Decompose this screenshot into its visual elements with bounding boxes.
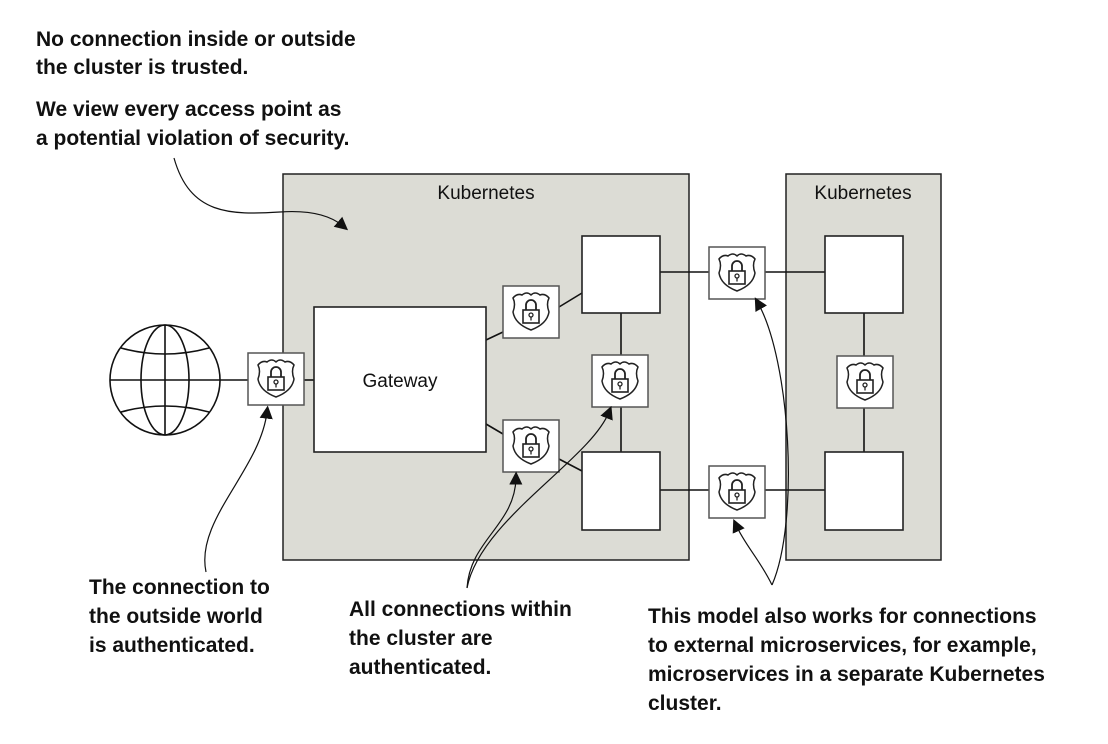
microservice-box [824, 451, 904, 531]
shield-lock-icon [502, 419, 560, 473]
note-within-line1: All connections within [349, 598, 572, 621]
shield-lock-icon [502, 285, 560, 339]
note-view-line2: a potential violation of security. [36, 127, 350, 150]
note-external-line3: microservices in a separate Kubernetes [648, 663, 1045, 686]
shield-lock-icon [708, 246, 766, 300]
shield-lock-icon [836, 355, 894, 409]
shield-lock-icon [247, 352, 305, 406]
gateway-label: Gateway [363, 371, 438, 392]
shield-lock-icon [708, 465, 766, 519]
cluster-external-label: Kubernetes [814, 183, 911, 204]
note-within-line2: the cluster are [349, 627, 493, 650]
callout-arrows [173, 157, 789, 589]
note-outside-line2: the outside world [89, 605, 263, 628]
note-within-line3: authenticated. [349, 656, 491, 679]
cluster-main-label: Kubernetes [437, 183, 534, 204]
note-external-line4: cluster. [648, 692, 722, 715]
note-outside-line3: is authenticated. [89, 634, 255, 657]
microservice-box [824, 235, 904, 314]
microservice-box [581, 235, 661, 314]
microservice-box [581, 451, 661, 531]
note-trust-line2: the cluster is trusted. [36, 56, 248, 79]
globe-icon [109, 324, 221, 436]
note-outside-line1: The connection to [89, 576, 270, 599]
note-external-line2: to external microservices, for example, [648, 634, 1037, 657]
note-view-line1: We view every access point as [36, 98, 341, 121]
note-trust-line1: No connection inside or outside [36, 28, 356, 51]
note-external-line1: This model also works for connections [648, 605, 1037, 628]
shield-lock-icon [591, 354, 649, 408]
gateway-box [313, 306, 487, 453]
